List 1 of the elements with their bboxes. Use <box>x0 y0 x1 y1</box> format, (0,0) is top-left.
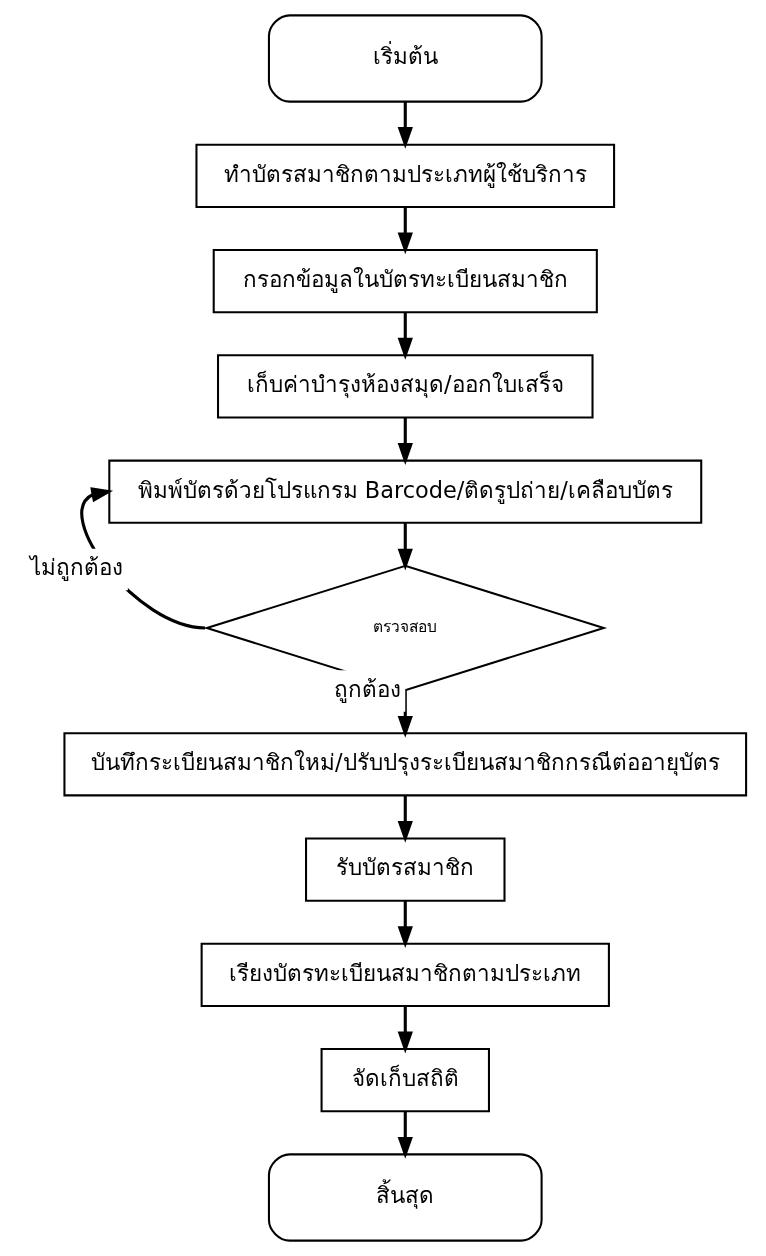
edge-label: ไม่ถูกต้อง <box>29 554 123 581</box>
